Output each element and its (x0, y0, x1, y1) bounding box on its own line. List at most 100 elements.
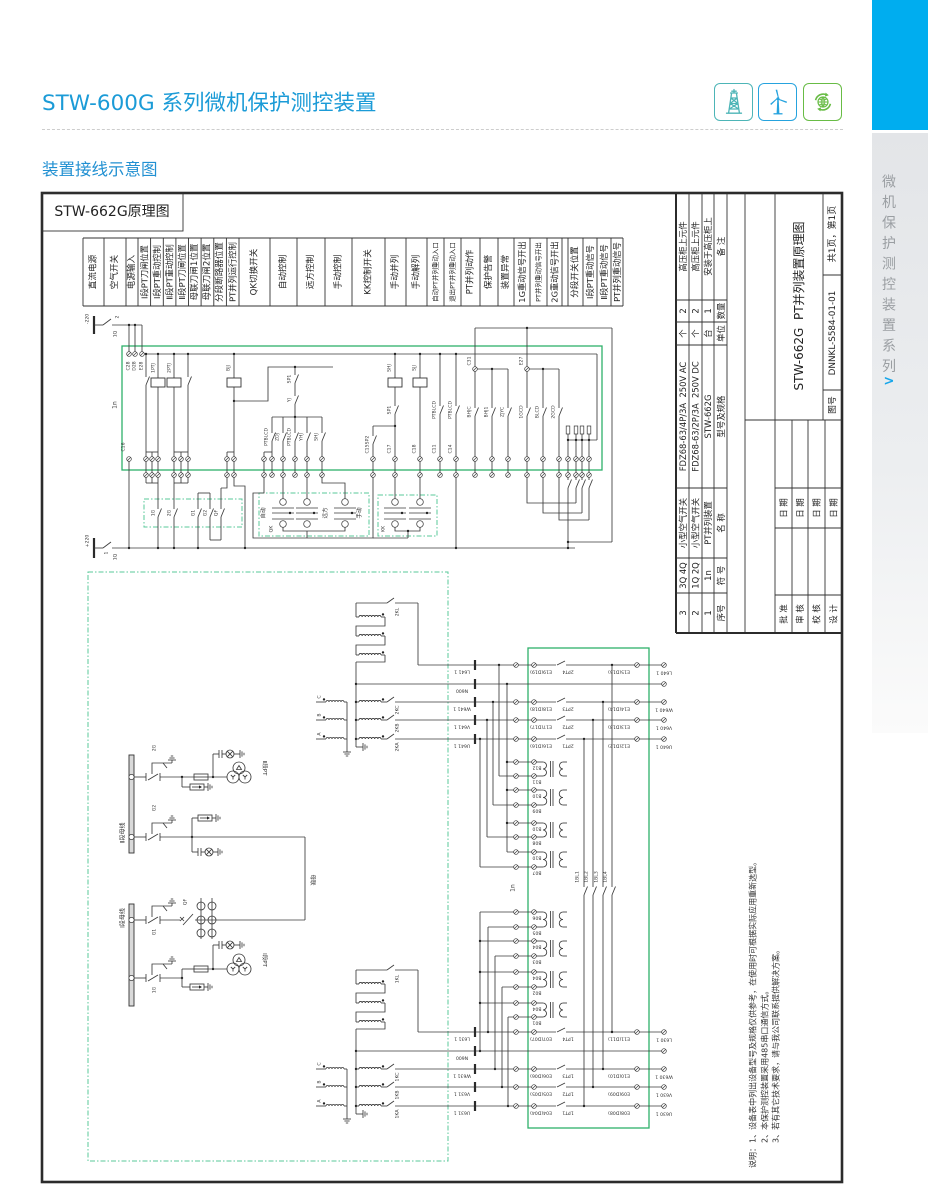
terminal-mark (662, 663, 666, 667)
schematic-label: YJ (287, 398, 293, 403)
terminal-mark (438, 457, 442, 461)
terminal-label: E06(D06) (530, 1073, 552, 1079)
wire-label: V631 1 (454, 1091, 470, 1097)
terminal-mark (144, 473, 148, 477)
wire (282, 527, 346, 532)
terminal-mark (532, 1085, 536, 1089)
terminal-mark (172, 457, 176, 461)
wye-symbol (242, 966, 248, 972)
contact-label: ZJYC (500, 407, 506, 417)
bus-label: Ⅱ段母线 (119, 823, 127, 844)
transformer-secondary (558, 940, 564, 957)
sidebar-chevron-right-icon[interactable]: > (883, 374, 895, 389)
transformer-primary (542, 761, 547, 777)
selector-contact (279, 520, 287, 528)
terminal-mark (506, 473, 510, 477)
position-switch-box (143, 498, 243, 528)
breaker-x (179, 916, 185, 922)
terminal-mark (532, 737, 536, 741)
terminal-label: C15 (365, 444, 371, 453)
device-table-cell: 台 (703, 329, 713, 337)
ct-switch-label: 1KA (395, 1109, 401, 1119)
polarity-dot (322, 1083, 326, 1086)
contact-label: ZDJ (275, 433, 281, 441)
sidebar-category-label[interactable]: 微机保护测控装置系列 (880, 174, 896, 379)
bus-connection (128, 834, 135, 840)
blocking-contact (592, 886, 597, 896)
terminal-mark (438, 473, 442, 477)
terminal-label: E11(D11) (608, 1036, 630, 1042)
device-table-cell: FDZ68-63/4P/3A 250V AC (678, 362, 688, 472)
junction-dot (406, 529, 410, 533)
switch-label: G2 (203, 510, 209, 517)
current-transformer (207, 901, 217, 911)
breaker-label: QF (183, 899, 189, 906)
device-table-header: 数量 (716, 303, 726, 320)
terminal-mark (514, 850, 518, 854)
terminal-mark (454, 457, 458, 461)
junction-dot (574, 438, 578, 442)
pin-label: B12 (532, 765, 541, 771)
device-table-cell: 高压柜上元件 (678, 221, 688, 271)
terminal-mark (635, 1085, 639, 1089)
junction-dot (610, 1030, 614, 1034)
page-count: 共1页，第1页 (826, 206, 838, 262)
signature-date-label: 日 期 (795, 498, 805, 517)
terminal-mark (305, 473, 309, 477)
contact-blade (372, 435, 377, 445)
earthing-switch (151, 822, 172, 834)
column-header: KK控制开关 (362, 249, 374, 295)
schematic-label: SP2 (365, 436, 371, 445)
test-switch-blade (556, 1082, 566, 1088)
column-header: PT并列动作 (464, 249, 476, 294)
contact-blade (145, 376, 150, 386)
terminal-mark (587, 457, 591, 461)
current-transformer (207, 915, 217, 925)
wire-label: U641 1 (454, 743, 471, 749)
polarity-dot (322, 716, 326, 719)
earthing-switch (151, 905, 172, 917)
sidebar-active-tab[interactable] (872, 0, 928, 130)
terminal-mark (281, 473, 285, 477)
terminal-mark (532, 663, 536, 667)
terminal-mark (225, 473, 229, 477)
terminal-mark (514, 985, 518, 989)
terminal-mark (418, 457, 422, 461)
contact-blade (173, 508, 178, 518)
selector-contact (416, 520, 424, 528)
column-header: 手动并列 (389, 255, 401, 289)
terminal-label: E14(D14) (608, 706, 630, 712)
pt-winding (238, 962, 252, 976)
device-1n-ac-boundary (527, 647, 650, 1129)
device-table-cell: 2 (691, 308, 701, 313)
terminal-mark (532, 760, 536, 764)
junction-dot (133, 323, 137, 327)
terminal-mark (532, 939, 536, 943)
contact-blade (209, 508, 214, 518)
transformer-primary (542, 1002, 547, 1018)
wire-label: U631 1 (454, 1110, 471, 1116)
terminal-mark (514, 1030, 518, 1034)
terminal-mark (532, 700, 536, 704)
winding (358, 1001, 382, 1004)
selector-contact (341, 520, 349, 528)
wire (355, 617, 386, 636)
selector-dot (288, 511, 292, 515)
terminal-mark (473, 457, 477, 461)
wire (221, 477, 228, 489)
junction-dot (293, 365, 297, 369)
polarity-dot (381, 651, 385, 654)
device-table-cell: 2 (678, 308, 688, 313)
column-header: 1G重动信号开出 (517, 241, 527, 302)
column-header: 手动解列 (410, 255, 422, 289)
switch-label: 1PT1 (562, 1110, 573, 1116)
selector-contact (391, 520, 399, 528)
column-header: Ⅰ段PT重动信号 (585, 245, 595, 299)
terminal-mark (532, 835, 536, 839)
terminal-mark (270, 457, 274, 461)
terminal-mark (662, 1104, 666, 1108)
device-table-header: 型号及规格 (716, 395, 726, 437)
sidebar-category-link[interactable] (872, 133, 928, 733)
ct-switch-label: 1KC (395, 1073, 401, 1082)
junction-dot (566, 438, 570, 442)
